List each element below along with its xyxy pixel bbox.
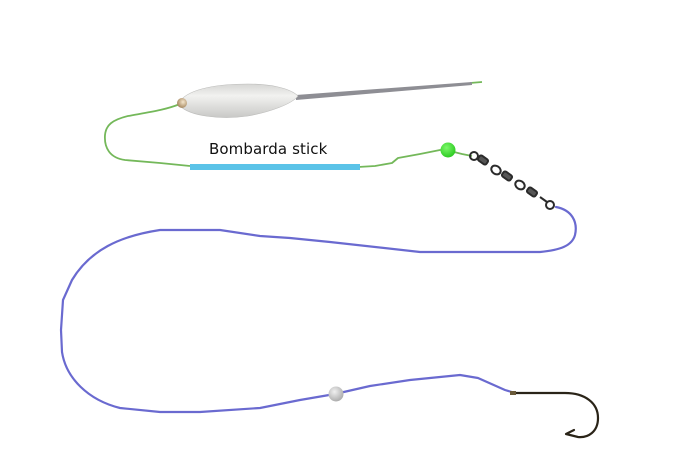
grey-bead: [328, 386, 344, 402]
bombarda-stick-label: Bombarda stick: [209, 140, 328, 158]
float-antenna: [296, 82, 472, 100]
green-bead: [440, 142, 456, 158]
hook-eye: [510, 391, 516, 395]
hook: [510, 391, 600, 439]
swivel-chain: [469, 151, 555, 210]
float-body: [179, 83, 299, 118]
float-tip: [177, 98, 187, 108]
bombarda-stick: [190, 164, 360, 170]
leader-line: [59, 205, 577, 414]
main-line-left: [104, 103, 191, 167]
main-line-right: [357, 149, 448, 168]
